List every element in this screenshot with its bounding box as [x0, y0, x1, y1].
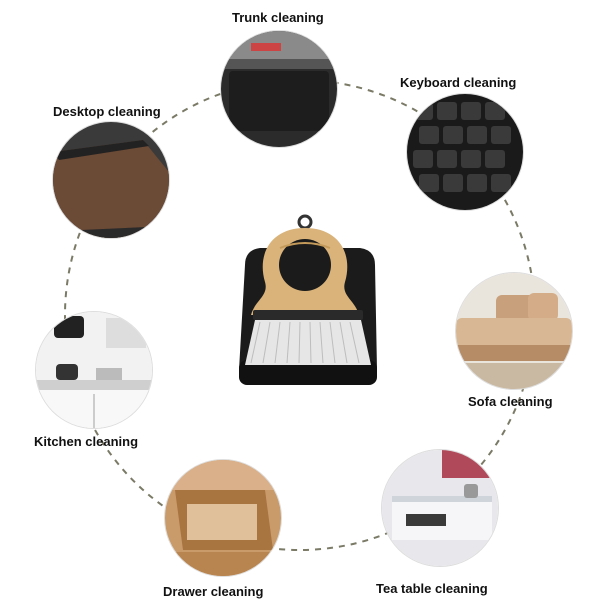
keyboard-photo [407, 94, 523, 210]
desktop-cleaning-label: Desktop cleaning [53, 104, 161, 119]
trunk-cleaning-label: Trunk cleaning [232, 10, 324, 25]
kitchen-photo [36, 312, 152, 428]
tea-table-cleaning-label: Tea table cleaning [376, 581, 488, 596]
drawer-cleaning-label: Drawer cleaning [163, 584, 264, 599]
tea-table-photo [382, 450, 498, 566]
sofa-photo [456, 273, 572, 389]
trunk-photo [221, 31, 337, 147]
drawer-photo [165, 460, 281, 576]
sofa-cleaning-label: Sofa cleaning [468, 394, 553, 409]
brush-dustpan-illustration [225, 210, 395, 395]
keyboard-cleaning-label: Keyboard cleaning [400, 75, 517, 90]
desktop-photo [53, 122, 169, 238]
kitchen-cleaning-label: Kitchen cleaning [34, 434, 139, 449]
